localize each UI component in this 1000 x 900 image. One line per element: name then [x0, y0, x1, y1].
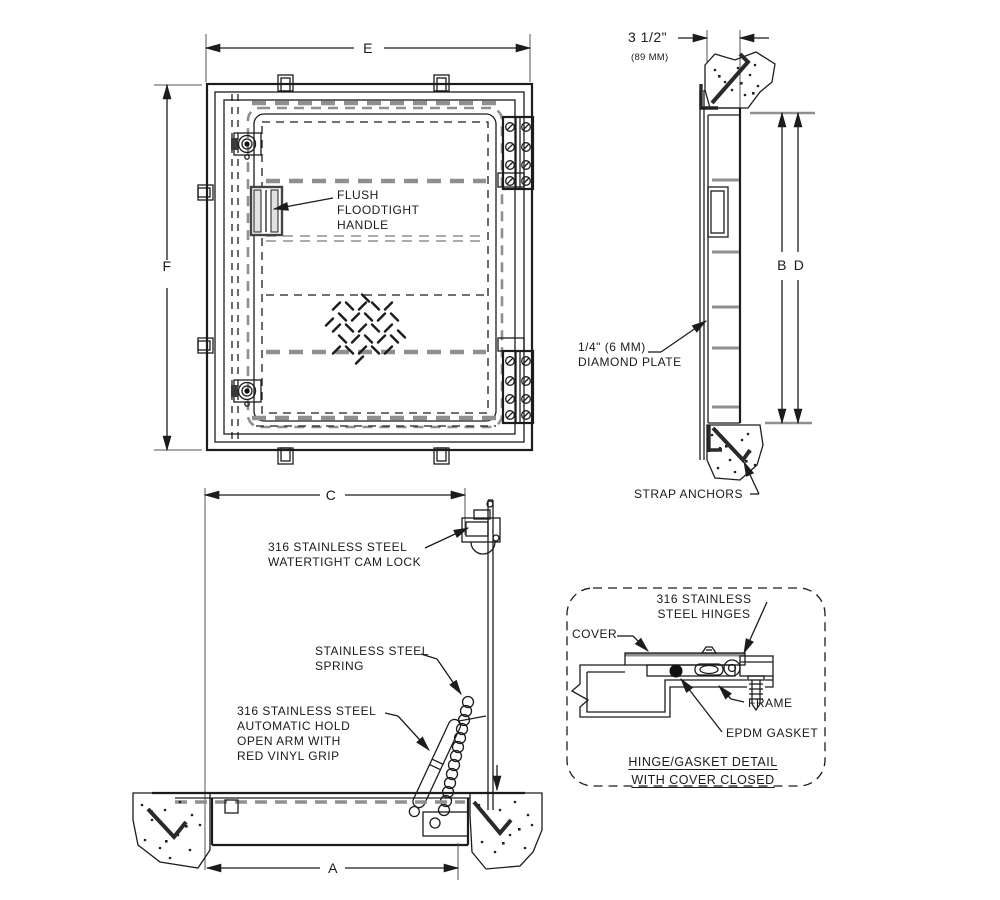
detail-title-line2: WITH COVER CLOSED: [631, 773, 775, 787]
dim-label-F: F: [162, 258, 172, 274]
hinges-label: 316 STAINLESS STEEL HINGES: [656, 592, 752, 621]
frame-inner: [214, 91, 525, 443]
spring-label: STAINLESS STEEL SPRING: [315, 644, 429, 673]
hinges-leader-line: [743, 601, 768, 655]
spring: [437, 695, 475, 817]
arm-leader-line: [384, 712, 430, 751]
dim-label-C: C: [325, 487, 337, 503]
open-cover-plate: [486, 499, 494, 810]
frame-section: [152, 791, 525, 847]
dim-label-flange: 3 1/2": [628, 29, 668, 45]
gasket-label: EPDM GASKET: [726, 726, 819, 740]
frame-label: FRAME: [748, 696, 793, 710]
concrete-block-bottom: [706, 424, 764, 481]
cover-leader-line: [617, 635, 649, 652]
hinge-detail-view: [566, 587, 826, 787]
dim-E: [204, 34, 532, 82]
cam-lock-label: 316 STAINLESS STEEL WATERTIGHT CAM LOCK: [268, 540, 422, 569]
detail-drawing: [570, 646, 774, 718]
dim-C: [203, 488, 467, 870]
spring-leader-line: [420, 653, 462, 696]
detail-title-line1: HINGE/GASKET DETAIL: [628, 755, 778, 769]
dim-label-E: E: [363, 40, 373, 56]
strap-anchors-label: STRAP ANCHORS: [634, 487, 743, 501]
gasket-leader-line: [680, 677, 723, 733]
hold-open-arm: [408, 715, 487, 818]
flush-handle: [249, 185, 284, 237]
hinge-block: [497, 337, 535, 425]
diamond-plate-label: 1/4" (6 MM) DIAMOND PLATE: [578, 340, 682, 369]
dim-label-D: D: [793, 257, 805, 273]
camlock-leader-line: [424, 527, 470, 549]
frame-lip: [223, 99, 516, 435]
anchor-tabs: [197, 74, 450, 465]
concrete-block-left: [132, 792, 211, 869]
dim-BD: [750, 111, 815, 425]
dim-F: [154, 83, 202, 452]
cover-edge: [253, 113, 497, 422]
hold-open-arm-label: 316 STAINLESS STEEL AUTOMATIC HOLD OPEN …: [237, 704, 377, 763]
dim-A: [205, 843, 460, 880]
dim-label-B: B: [777, 257, 787, 273]
plan-view: [154, 34, 535, 465]
cam-lock-symbol: [231, 132, 262, 160]
side-frame-section: [699, 84, 742, 460]
frame-outer: [205, 82, 534, 452]
dim-label-flange-mm: (89 MM): [631, 52, 669, 63]
frame-leader-line: [718, 685, 745, 703]
detail-border: [566, 587, 826, 787]
cam-lock-symbol: [231, 379, 262, 407]
hidden-lines: [231, 94, 504, 440]
dim-label-A: A: [328, 860, 338, 876]
hinge-block: [497, 115, 535, 191]
cover-label: COVER: [572, 627, 618, 641]
diamond-plate-pattern: [324, 293, 407, 365]
section-view: [132, 488, 543, 880]
side-view: [648, 30, 815, 495]
concrete-block-right: [469, 792, 543, 870]
handle-label: FLUSH FLOODTIGHT HANDLE: [337, 188, 420, 232]
handle-leader-line: [272, 197, 334, 211]
dim-flange: [678, 30, 769, 108]
cam-lock-section: [461, 509, 501, 555]
anchors-leader-line: [743, 460, 760, 495]
plate-leader-line: [648, 320, 708, 353]
concrete-block-top: [704, 51, 776, 109]
